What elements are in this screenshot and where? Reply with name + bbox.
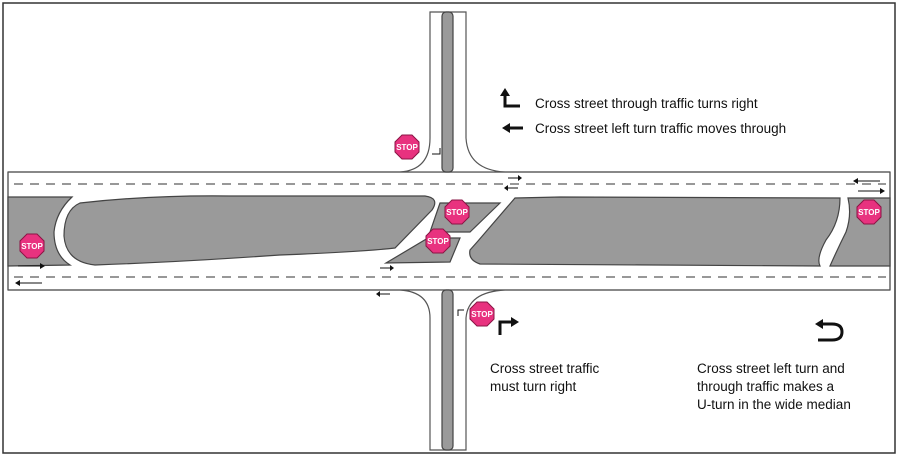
stop-sign-icon (394, 134, 420, 160)
stop-label: STOP (396, 143, 418, 152)
stop-sign-north: STOP (394, 134, 420, 160)
stop-label: STOP (446, 208, 468, 217)
stop-sign-icon (469, 301, 495, 327)
stop-label: STOP (427, 237, 449, 246)
turn-right-arrow-icon (503, 96, 520, 108)
stop-sign-icon (856, 199, 882, 225)
caption-uturn: Cross street left turn and through traff… (697, 319, 851, 412)
wide-median-west (63, 195, 436, 266)
stop-sign-south: STOP (469, 301, 495, 327)
legend-through-right: Cross street through traffic turns right (500, 88, 758, 111)
cross-median-north (441, 11, 454, 173)
legend-through-right-label: Cross street through traffic turns right (535, 96, 758, 111)
stop-sign-east: STOP (856, 199, 882, 225)
caption-uturn-line1: Cross street left turn and (697, 361, 845, 376)
lane-direction-arrows (15, 148, 885, 316)
wide-median-east (469, 196, 841, 267)
turn-right-arrow-icon (498, 320, 512, 335)
stop-sign-icon (425, 228, 451, 254)
stop-sign-median-lower: STOP (425, 228, 451, 254)
stop-label: STOP (471, 310, 493, 319)
cross-median-south (441, 289, 454, 451)
legend-left-through: Cross street left turn traffic moves thr… (502, 121, 786, 136)
caption-must-turn-right-line2: must turn right (490, 379, 577, 394)
legend-left-through-label: Cross street left turn traffic moves thr… (535, 121, 786, 136)
stop-sign-median-upper: STOP (444, 199, 470, 225)
stop-sign-icon (19, 233, 45, 259)
stop-label: STOP (858, 208, 880, 217)
caption-must-turn-right-line1: Cross street traffic (490, 361, 600, 376)
caption-uturn-line2: through traffic makes a (697, 379, 835, 394)
stop-sign-icon (444, 199, 470, 225)
u-turn-arrow-icon (818, 322, 844, 342)
caption-must-turn-right: Cross street traffic must turn right (490, 317, 600, 394)
caption-uturn-line3: U-turn in the wide median (697, 397, 851, 412)
stop-label: STOP (21, 242, 43, 251)
stop-sign-west: STOP (19, 233, 45, 259)
